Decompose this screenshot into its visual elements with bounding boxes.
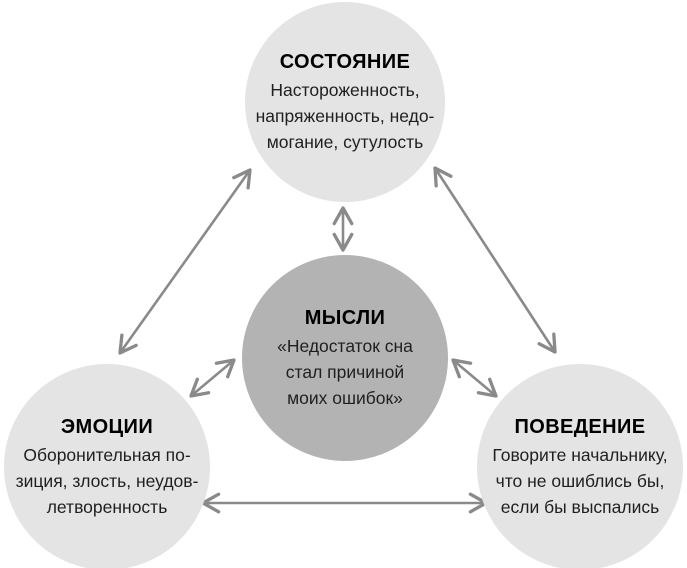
node-thoughts-title: МЫСЛИ	[304, 307, 386, 329]
node-state-circle: СОСТОЯНИЕ Настороженность, напряженность…	[245, 2, 445, 202]
edge-arrow-thoughts-behavior	[451, 358, 498, 398]
node-emotions-circle: ЭМОЦИИ Оборонительная по- зиция, злость,…	[4, 364, 210, 568]
node-state-title: СОСТОЯНИЕ	[279, 51, 411, 73]
edge-arrow-state-behavior	[433, 166, 557, 354]
node-state-text: Настороженность, напряженность, недо- мо…	[255, 80, 435, 152]
edge-arrow-state-emotions	[118, 168, 252, 355]
edge-arrow-thoughts-emotions	[189, 358, 236, 398]
node-behavior-title: ПОВЕДЕНИЕ	[514, 416, 646, 438]
node-emotions-text: Оборонительная по- зиция, злость, неудов…	[15, 445, 199, 517]
node-behavior-circle: ПОВЕДЕНИЕ Говорите начальнику, что не ош…	[477, 364, 683, 568]
node-thoughts-circle: МЫСЛИ «Недостаток сна стал причиной моих…	[242, 255, 448, 461]
node-emotions-title: ЭМОЦИИ	[60, 416, 154, 438]
node-thoughts-text: «Недостаток сна стал причиной моих ошибо…	[277, 336, 413, 408]
node-behavior-text: Говорите начальнику, что не ошиблись бы,…	[492, 445, 668, 517]
